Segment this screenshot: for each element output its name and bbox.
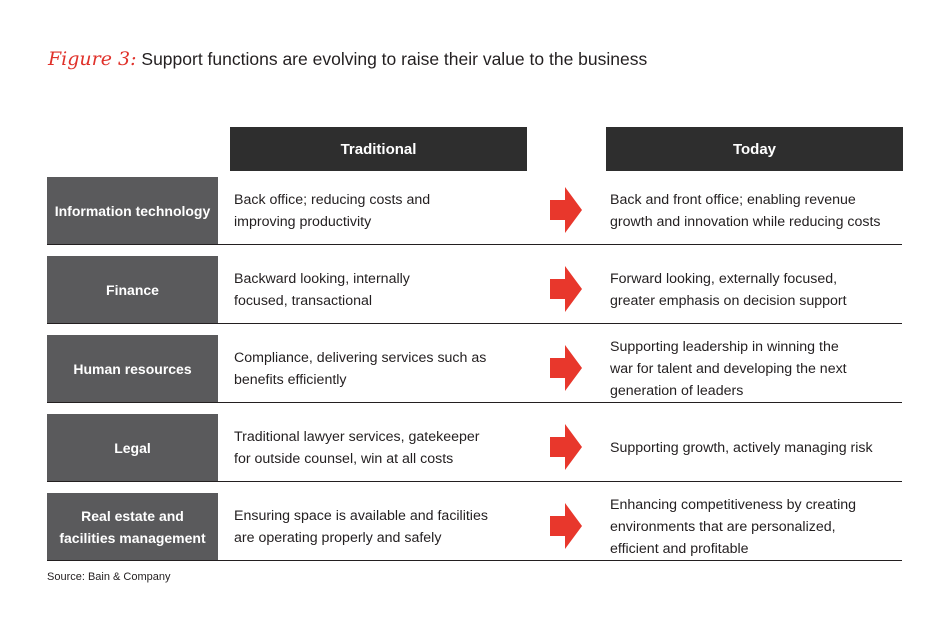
arrow-right-icon (550, 424, 582, 470)
row-legal: Legal Traditional lawyer services, gatek… (47, 414, 902, 482)
traditional-cell: Compliance, delivering services such as … (234, 349, 487, 388)
row-label: Finance (47, 256, 218, 323)
figure-title-text: Support functions are evolving to raise … (141, 49, 648, 69)
row-label: Real estate and facilities management (47, 493, 218, 560)
arrow-right-icon (550, 503, 582, 549)
today-cell: Back and front office; enabling revenue … (610, 191, 881, 230)
figure-label: Figure 3: (48, 48, 137, 70)
today-cell: Supporting growth, actively managing ris… (610, 439, 873, 456)
arrow-right-icon (550, 266, 582, 312)
figure-title: Figure 3: Support functions are evolving… (48, 48, 647, 70)
row-finance: Finance Backward looking, internally foc… (47, 256, 902, 324)
row-label: Legal (47, 414, 218, 481)
today-cell: Supporting leadership in winning the war… (610, 338, 847, 399)
arrow-right-icon (550, 345, 582, 391)
row-label: Information technology (47, 177, 218, 244)
column-header-today: Today (606, 127, 903, 171)
arrow-right-icon (550, 187, 582, 233)
row-human-resources: Human resources Compliance, delivering s… (47, 335, 902, 403)
row-information-technology: Information technology Back office; redu… (47, 177, 902, 245)
traditional-cell: Traditional lawyer services, gatekeeper … (234, 428, 480, 467)
row-label: Human resources (47, 335, 218, 402)
source-note: Source: Bain & Company (47, 571, 171, 583)
traditional-cell: Backward looking, internally focused, tr… (234, 270, 410, 309)
today-cell: Forward looking, externally focused, gre… (610, 270, 847, 309)
traditional-cell: Back office; reducing costs and improvin… (234, 191, 431, 230)
traditional-cell: Ensuring space is available and faciliti… (234, 507, 488, 546)
row-real-estate-facilities: Real estate and facilities management En… (47, 493, 902, 561)
today-cell: Enhancing competitiveness by creating en… (610, 496, 857, 557)
column-header-traditional: Traditional (230, 127, 527, 171)
